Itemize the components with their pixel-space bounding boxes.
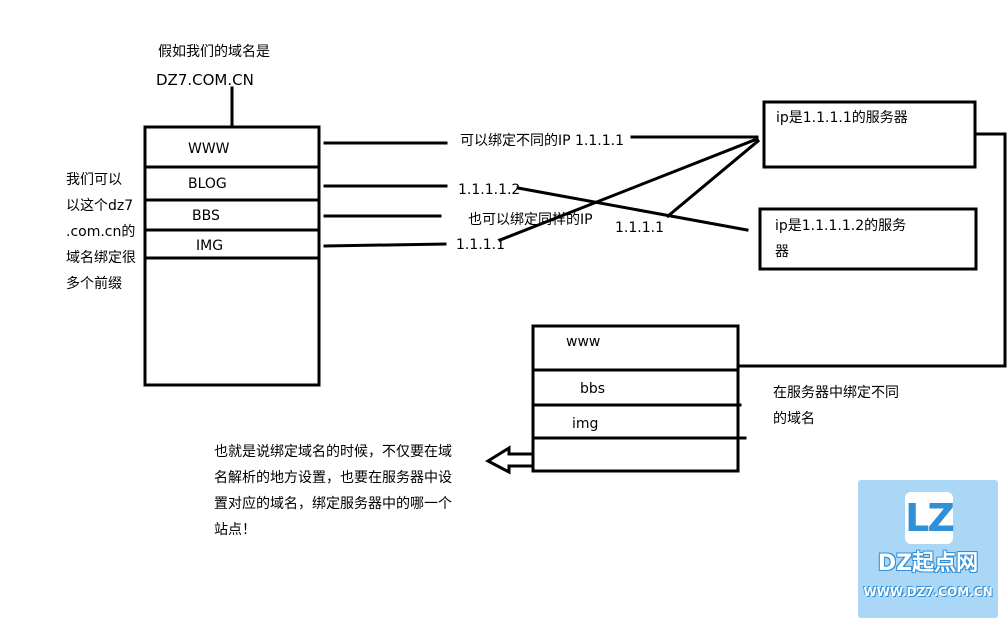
domain-note-line1: 假如我们的域名是 bbox=[158, 44, 270, 60]
bottom-note-line: 置对应的域名，绑定服务器中的哪一个 bbox=[214, 496, 452, 512]
middle-ip-label: 1.1.1.1 bbox=[615, 220, 664, 236]
left-note-line: 以这个dz7 bbox=[66, 198, 134, 214]
bbs-arrow-label: 也可以绑定同样的IP bbox=[468, 212, 593, 228]
bottom-note: 也就是说绑定域名的时候，不仅要在域 名解析的地方设置，也要在服务器中设 置对应的… bbox=[214, 439, 452, 543]
img-to-server1 bbox=[498, 137, 759, 242]
left-note: 我们可以 以这个dz7 .com.cn的 域名绑定很 多个前缀 bbox=[66, 167, 146, 297]
domain-note-line2: DZ7.COM.CN bbox=[156, 71, 254, 89]
left-note-line: 我们可以 bbox=[66, 172, 122, 188]
subdomain-www: WWW bbox=[188, 141, 230, 157]
subdomain-bbs: BBS bbox=[192, 208, 220, 224]
www-arrow-label: 可以绑定不同的IP 1.1.1.1 bbox=[460, 133, 625, 149]
logo-name: DZ起点网 bbox=[877, 551, 979, 576]
server-note-line: 在服务器中绑定不同 bbox=[773, 385, 899, 401]
server1-label: ip是1.1.1.1的服务器 bbox=[776, 110, 908, 126]
img-arrow-label: 1.1.1.1 bbox=[456, 237, 505, 253]
server1-to-sites-connector bbox=[736, 132, 1007, 368]
bottom-note-line: 也就是说绑定域名的时候，不仅要在域 bbox=[214, 444, 452, 460]
bottom-note-line: 名解析的地方设置，也要在服务器中设 bbox=[214, 470, 452, 486]
mid-to-server1 bbox=[665, 138, 761, 219]
logo-mark-icon: LZ bbox=[905, 492, 955, 544]
left-note-line: 多个前缀 bbox=[66, 276, 122, 292]
server-note-line: 的域名 bbox=[773, 411, 815, 427]
site-img: img bbox=[572, 416, 599, 432]
server2-box bbox=[758, 207, 978, 271]
site-www: www bbox=[566, 334, 601, 350]
blog-to-server2 bbox=[516, 186, 749, 232]
server2-label-line1: ip是1.1.1.1.2的服务 bbox=[775, 218, 907, 234]
server-note: 在服务器中绑定不同 的域名 bbox=[773, 380, 899, 432]
left-note-line: .com.cn的 bbox=[66, 224, 136, 240]
img-arrow bbox=[323, 242, 447, 248]
subdomain-blog: BLOG bbox=[188, 176, 227, 192]
server-sites-box bbox=[531, 324, 740, 473]
logo-url: WWW.DZ7.COM.CN bbox=[863, 585, 993, 599]
blog-arrow-label: 1.1.1.1.2 bbox=[458, 182, 521, 198]
dz7-logo: LZ DZ起点网 WWW.DZ7.COM.CN bbox=[858, 480, 998, 618]
server2-label-line2: 器 bbox=[775, 244, 789, 260]
site-bbs: bbs bbox=[580, 381, 606, 397]
subdomain-img: IMG bbox=[196, 238, 224, 254]
left-note-line: 域名绑定很 bbox=[66, 250, 136, 266]
bottom-note-line: 站点！ bbox=[214, 522, 256, 538]
hollow-arrow bbox=[484, 445, 535, 475]
